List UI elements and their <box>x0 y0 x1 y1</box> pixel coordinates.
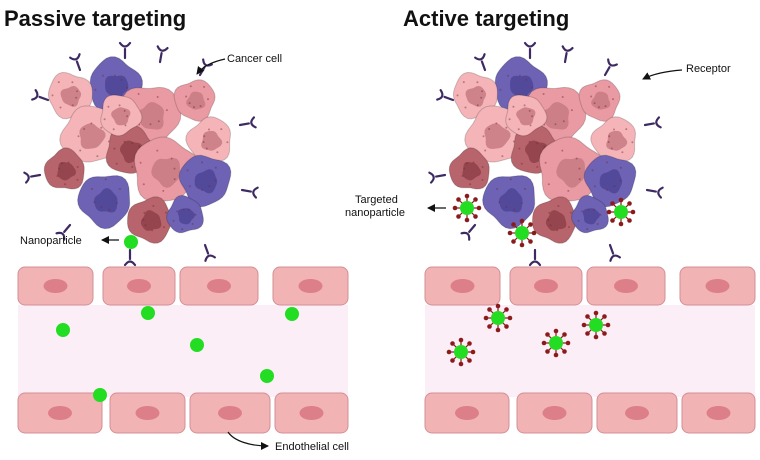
receptor-icon <box>645 186 664 199</box>
targeted-nanoparticle <box>452 193 482 223</box>
cancer-cell <box>178 154 232 208</box>
nanoparticle <box>141 306 155 320</box>
receptor-icon <box>156 45 169 64</box>
receptor-icon <box>428 171 447 184</box>
receptor-arrow <box>642 69 683 80</box>
passive-tumor-cluster <box>23 41 259 267</box>
receptor-icon <box>474 53 487 72</box>
nanoparticle <box>190 338 204 352</box>
endothelial-cell <box>189 392 271 434</box>
receptor-icon <box>643 116 662 129</box>
endothelial-cell <box>681 392 756 434</box>
receptor-icon <box>123 248 137 267</box>
free-nanoparticles <box>56 306 299 402</box>
active-targeting-title: Active targeting <box>403 6 569 31</box>
passive-targeting-title: Passive targeting <box>4 6 186 31</box>
receptor-icon <box>31 89 50 102</box>
targeted-nanoparticle-label-line2: nanoparticle <box>345 207 405 219</box>
nanoparticle <box>93 388 107 402</box>
nanoparticle <box>285 307 299 321</box>
receptor-icon <box>561 45 574 64</box>
cancer-cell-label: Cancer cell <box>227 53 282 65</box>
targeted-nanoparticle <box>541 328 571 358</box>
endothelial-cell <box>17 266 94 306</box>
receptor-icon <box>528 248 542 267</box>
endothelial-cell <box>596 392 678 434</box>
targeted-nanoparticle <box>446 337 476 367</box>
nanoparticle-label: Nanoparticle <box>20 235 82 247</box>
endothelial-cells <box>424 266 756 434</box>
nanoparticle <box>260 369 274 383</box>
cancer-cell <box>482 175 536 230</box>
endothelial-cell <box>102 266 176 306</box>
targeted-nanoparticle-label-line1: Targeted <box>355 194 398 206</box>
active-tumor-cluster <box>428 41 664 267</box>
receptor-icon <box>436 89 455 102</box>
active-blood-vessel <box>424 266 756 434</box>
cancer-cell <box>570 194 609 234</box>
endothelial-cell <box>509 266 583 306</box>
endothelial-cell <box>424 392 510 434</box>
receptor-icon <box>118 41 132 60</box>
receptor-icon <box>55 223 72 241</box>
endothelial-cell <box>679 266 756 306</box>
endothelial-cell <box>179 266 259 306</box>
receptor-icon <box>23 171 42 184</box>
receptor-icon <box>69 53 82 72</box>
cancer-cell-arrow <box>196 58 226 75</box>
receptor-icon <box>203 243 216 262</box>
endothelial-cell <box>516 392 593 434</box>
endothelial-cell-arrow <box>227 431 269 450</box>
endothelial-cell <box>424 266 501 306</box>
endothelial-cells <box>17 266 349 434</box>
vessel-lumen <box>425 305 755 397</box>
cancer-cell <box>77 175 131 230</box>
cancer-cell <box>165 194 204 234</box>
endothelial-cell <box>109 392 186 434</box>
passive-blood-vessel <box>17 266 349 434</box>
cancer-cell <box>127 196 173 244</box>
endothelial-cell <box>586 266 666 306</box>
cancer-cell <box>448 147 490 190</box>
receptor-icon <box>523 41 537 60</box>
cancer-cell <box>185 116 232 162</box>
endothelial-cell <box>274 392 349 434</box>
targeted-nanoparticle <box>581 310 611 340</box>
receptor-icon <box>603 58 618 77</box>
targeted-nanoparticles <box>446 193 636 367</box>
cancer-cell <box>505 94 548 137</box>
cancer-cell <box>590 116 637 162</box>
targeted-nanoparticle <box>606 197 636 227</box>
receptor-icon <box>238 116 257 129</box>
endothelial-cell-label: Endothelial cell <box>275 441 349 453</box>
cancer-cell <box>100 94 143 137</box>
endothelial-cell <box>17 392 103 434</box>
endothelial-cell <box>272 266 349 306</box>
receptor-label: Receptor <box>686 63 731 75</box>
receptor-icon <box>240 186 259 199</box>
cancer-cell <box>532 196 578 244</box>
labeled-nanoparticle <box>124 235 138 249</box>
targeted-nanoparticle <box>507 218 537 248</box>
receptor-icon <box>198 58 213 77</box>
nanoparticle <box>56 323 70 337</box>
targeted-nanoparticle <box>483 303 513 333</box>
receptor-icon <box>608 243 621 262</box>
receptor-icon <box>460 223 477 241</box>
cancer-cell <box>43 147 85 190</box>
vessel-lumen <box>18 305 348 397</box>
